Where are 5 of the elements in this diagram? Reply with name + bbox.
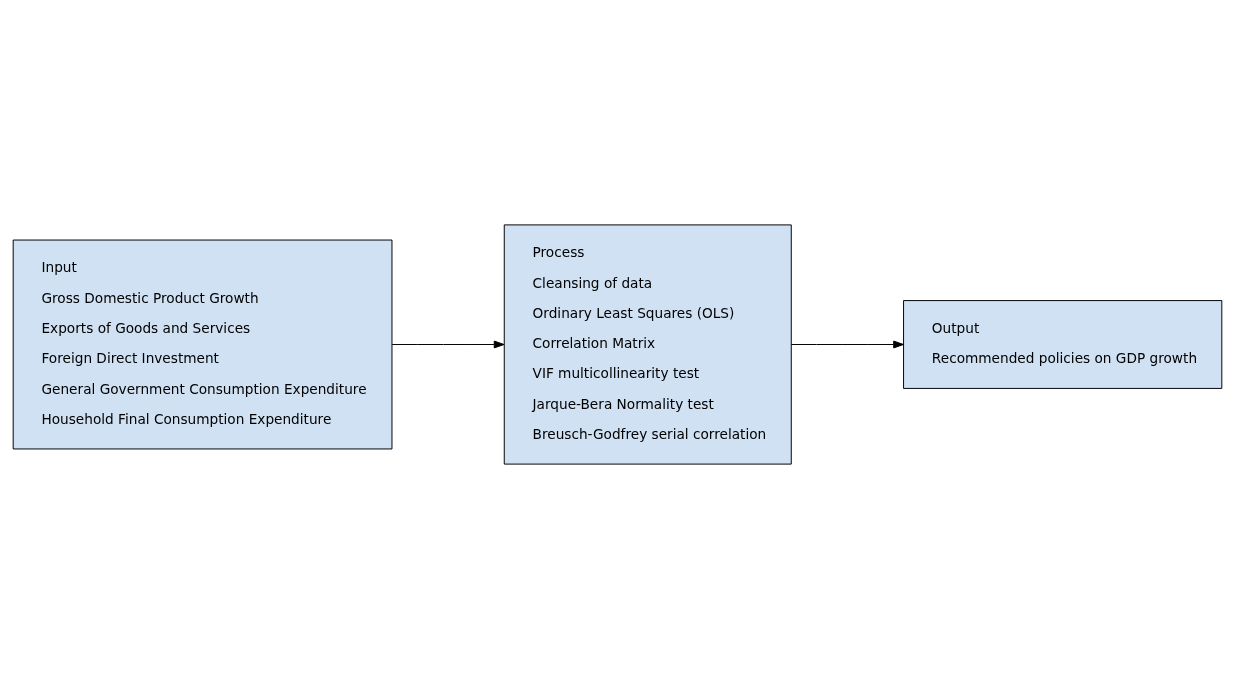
node-box: Input Gross Domestic Product Growth Exports of Goods and Services Foreign Direct Investment General Government Consumption Expenditure Household Final Consumption Expenditure (12, 239, 393, 449)
arrow (790, 340, 904, 348)
arrow (391, 340, 505, 348)
node-box: Output Recommended policies on GDP growth (903, 299, 1223, 389)
node-box: Process Cleansing of data Ordinary Least Squares (OLS) Correlation Matrix VIF multicollinearity test Jarque-Bera Normality test Breusch-Godfrey serial correlation (503, 223, 792, 465)
